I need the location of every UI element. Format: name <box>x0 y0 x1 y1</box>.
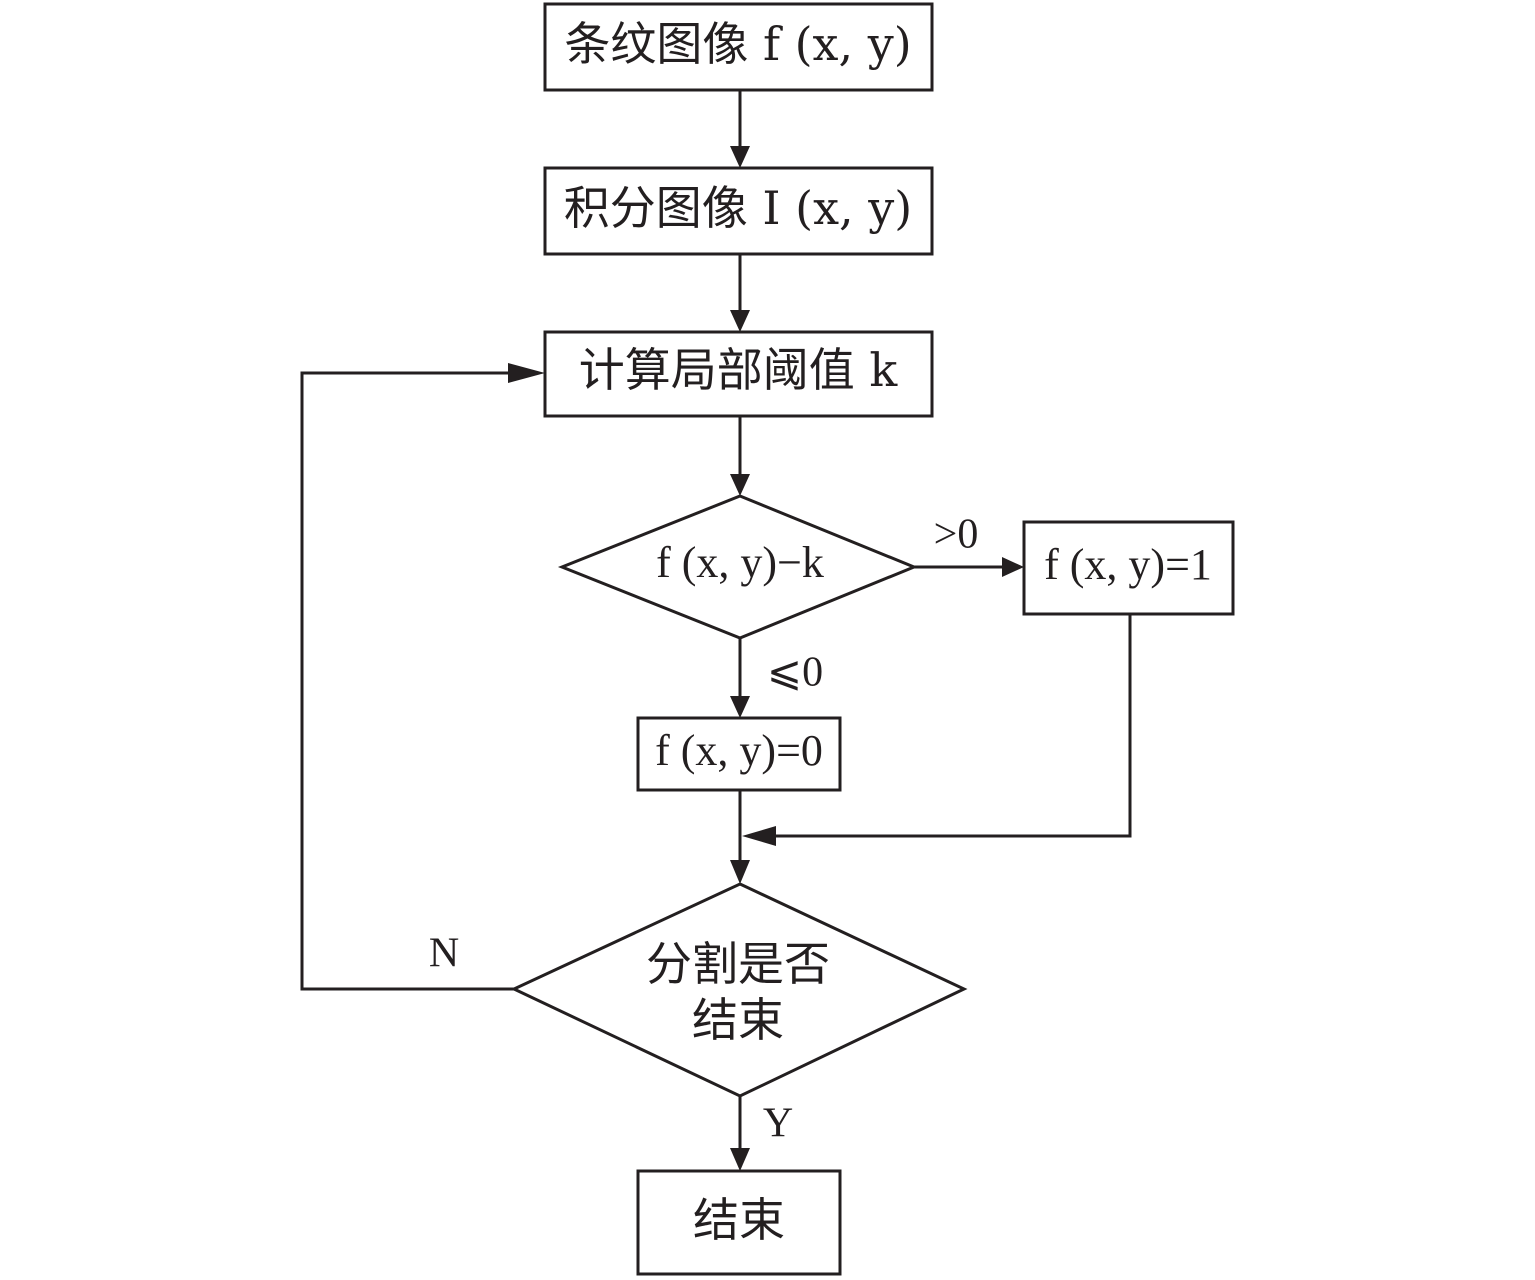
arrowhead-down <box>730 696 750 718</box>
edge-label-no: N <box>429 931 459 977</box>
edge-one-to-merge <box>772 614 1132 838</box>
node-local-threshold: 计算局部阈值 k <box>543 330 934 418</box>
decision-compare-label: f (x, y)−k <box>656 538 824 587</box>
node-set-zero-label: f (x, y)=0 <box>655 726 823 775</box>
arrowhead-right <box>1002 557 1024 577</box>
node-set-zero: f (x, y)=0 <box>636 716 842 792</box>
decision-done-label-line1: 分割是否 <box>646 937 830 991</box>
node-integral-image: 积分图像 I (x, y) <box>543 166 934 256</box>
decision-compare: f (x, y)−k <box>557 494 918 640</box>
node-integral-image-label: 积分图像 I (x, y) <box>564 181 912 235</box>
arrowhead-down <box>730 1148 750 1171</box>
node-fringe-image-label: 条纹图像 f (x, y) <box>564 17 911 71</box>
decision-segmentation-done: 分割是否 结束 <box>510 882 968 1098</box>
node-end: 结束 <box>636 1169 842 1276</box>
arrowhead-down <box>730 860 750 884</box>
decision-done-label-line2: 结束 <box>692 993 784 1047</box>
node-local-threshold-label: 计算局部阈值 k <box>579 343 899 397</box>
arrowhead-down <box>730 146 750 168</box>
arrowhead-left <box>742 826 776 846</box>
node-set-one: f (x, y)=1 <box>1022 520 1235 616</box>
node-set-one-label: f (x, y)=1 <box>1044 540 1212 589</box>
arrowhead-down <box>730 310 750 332</box>
edge-label-greater: >0 <box>934 512 979 558</box>
node-fringe-image: 条纹图像 f (x, y) <box>543 2 934 92</box>
edge-label-less-equal: ⩽0 <box>767 650 823 696</box>
arrowhead-down <box>730 474 750 496</box>
edge-no-loop <box>300 371 522 991</box>
node-end-label: 结束 <box>693 1193 785 1247</box>
arrowhead-right <box>508 363 545 383</box>
edge-label-yes: Y <box>763 1101 793 1147</box>
